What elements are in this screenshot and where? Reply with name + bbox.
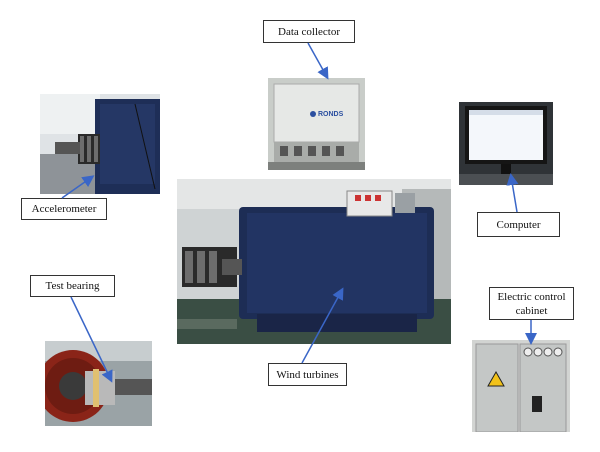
test-bearing-photo: [45, 341, 152, 426]
electric-control-cabinet-label-line2: cabinet: [515, 304, 548, 317]
data-collector-arrow: [307, 42, 329, 80]
electric-control-cabinet-label: Electric control cabinet: [489, 287, 574, 320]
wind-turbines-label: Wind turbines: [268, 363, 347, 386]
electric-control-cabinet-label-line1: Electric control: [497, 290, 566, 303]
data-collector-photo: RONDS: [268, 78, 365, 170]
accelerometer-photo: [40, 94, 160, 194]
test-bearing-label: Test bearing: [30, 275, 115, 297]
computer-label: Computer: [477, 212, 560, 237]
computer-photo: [459, 102, 553, 185]
data-collector-label: Data collector: [263, 20, 355, 43]
accelerometer-label: Accelerometer: [21, 198, 107, 220]
data-collector-brand: RONDS: [318, 111, 344, 118]
wind-turbine-photo: [177, 179, 451, 344]
electric-cabinet-photo: [472, 340, 570, 432]
